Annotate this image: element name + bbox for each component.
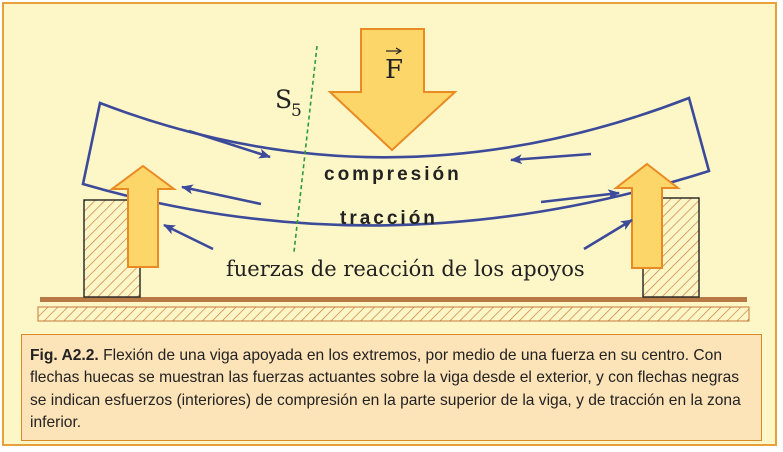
figure-caption: Fig. A2.2. Flexión de una viga apoyada e…	[21, 334, 762, 441]
force-label: F	[385, 55, 403, 85]
section-subscript: 5	[291, 101, 302, 121]
left-reaction-arrow	[108, 164, 178, 268]
compression-label: compresión	[324, 164, 462, 185]
floor-bar	[40, 297, 747, 302]
right-reaction-arrow	[613, 162, 681, 269]
section-line	[293, 45, 318, 253]
tension-arrow-left	[181, 184, 262, 206]
beam-bending-diagram: F S 5 compresión tracción fuerzas de rea…	[37, 28, 750, 322]
applied-force-arrow	[327, 28, 458, 152]
figure-frame: F S 5 compresión tracción fuerzas de rea…	[2, 2, 777, 446]
compression-arrow-left	[188, 129, 271, 159]
reaction-pointer-right	[583, 218, 633, 251]
caption-text: Flexión de una viga apoyada en los extre…	[30, 347, 741, 432]
compression-arrow-right	[510, 152, 592, 165]
force-vector-tip	[395, 47, 403, 55]
tension-arrow-right	[540, 189, 620, 204]
figure-number: Fig. A2.2.	[30, 347, 99, 364]
reactions-label: fuerzas de reacción de los apoyos	[226, 257, 585, 281]
floor-hatched	[37, 306, 750, 322]
tension-label: tracción	[340, 208, 438, 229]
bent-beam	[81, 96, 711, 227]
reaction-pointer-left	[163, 223, 214, 251]
section-label: S	[275, 85, 292, 114]
